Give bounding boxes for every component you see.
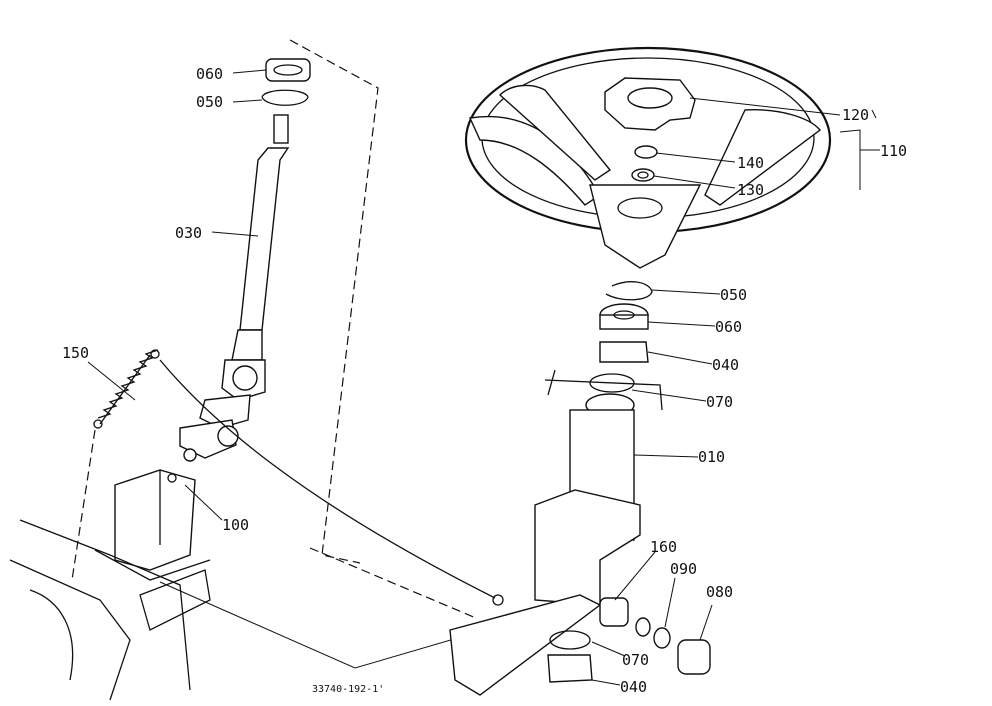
spring	[71, 349, 496, 599]
callout-080: 080	[706, 583, 733, 601]
callout-060-upper: 060	[196, 65, 223, 83]
callout-040-lower: 040	[620, 678, 647, 696]
callout-070-lower: 070	[622, 651, 649, 669]
leader-lines	[87, 69, 880, 686]
callout-040-upper: 040	[712, 356, 739, 374]
drawing-number: 33740-192-1'	[312, 684, 384, 695]
callout-130: 130	[737, 181, 764, 199]
callout-090: 090	[670, 560, 697, 578]
steering-column	[449, 281, 711, 696]
callout-060-lower: 060	[715, 318, 742, 336]
callout-150: 150	[62, 344, 89, 362]
callout-120: 120	[842, 106, 869, 124]
callout-110: 110	[880, 142, 907, 160]
steering-wheel	[464, 46, 832, 269]
callout-140: 140	[737, 154, 764, 172]
callout-070-upper: 070	[706, 393, 733, 411]
callout-030: 030	[175, 224, 202, 242]
callout-010: 010	[698, 448, 725, 466]
callout-050-upper: 050	[196, 93, 223, 111]
pedestal-frame	[9, 469, 211, 701]
callout-labels: 060 050 030 150 100 120 110 140 130 050 …	[62, 65, 907, 696]
assembly-guide-lines	[159, 39, 479, 669]
steering-shaft	[179, 58, 311, 462]
callout-050-lower: 050	[720, 286, 747, 304]
callout-160: 160	[650, 538, 677, 556]
callout-100: 100	[222, 516, 249, 534]
